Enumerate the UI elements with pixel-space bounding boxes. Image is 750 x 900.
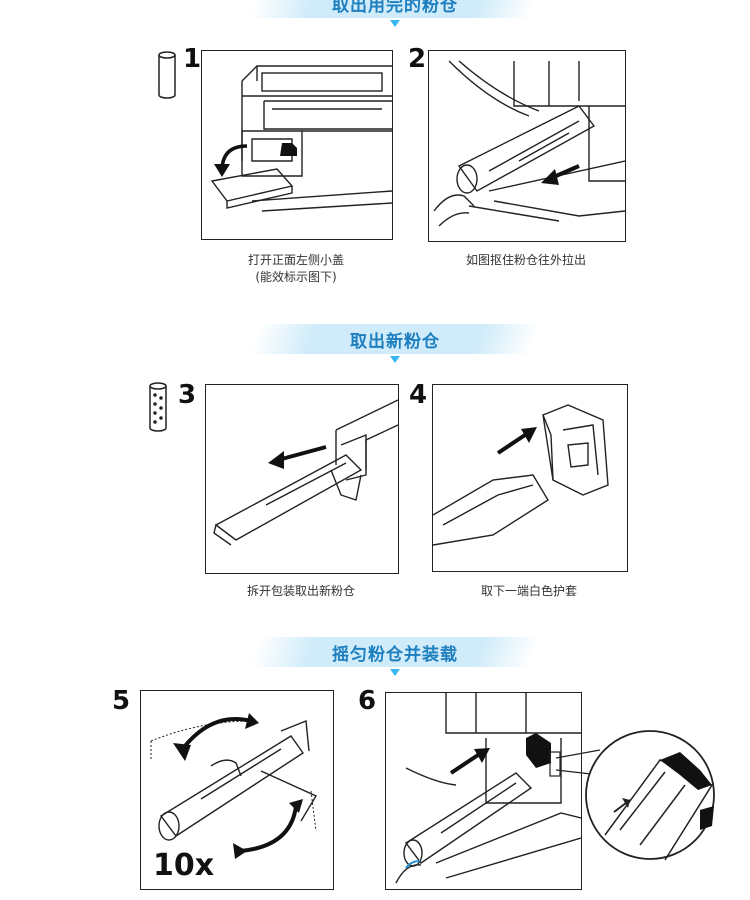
pull-out-cartridge-illustration [433, 60, 625, 227]
caption-line: 拆开包装取出新粉仓 [246, 584, 355, 598]
new-cartridge-icon [149, 382, 167, 432]
step-number: 6 [358, 686, 377, 716]
step-number: 4 [409, 380, 428, 410]
section-title: 取出用完的粉仓 [332, 0, 458, 16]
section-title: 摇匀粉仓并装载 [332, 644, 458, 665]
step-number: 3 [178, 380, 197, 410]
copier-side-door-illustration [210, 65, 392, 212]
step6-illustration [385, 692, 582, 890]
section-banner-remove-old: 取出用完的粉仓 [249, 0, 541, 27]
step1-illustration [201, 50, 393, 240]
insert-cartridge-illustration [395, 693, 581, 884]
step3-caption: 拆开包装取出新粉仓 [205, 583, 397, 600]
section-title: 取出新粉仓 [350, 331, 440, 352]
step4-caption: 取下一端白色护套 [432, 583, 626, 600]
unpack-new-cartridge-illustration [213, 399, 398, 546]
section-banner-take-new: 取出新粉仓 [249, 324, 541, 363]
step2-caption: 如图抠住粉仓往外拉出 [428, 252, 624, 269]
caption-line: 取下一端白色护套 [480, 584, 577, 598]
step-number: 1 [183, 44, 202, 74]
banner-arrow-icon [390, 669, 400, 676]
caption-line: (能效标示图下) [255, 270, 337, 284]
caption-line: 如图抠住粉仓往外拉出 [465, 253, 586, 267]
shake-count-label: 10x [153, 848, 215, 883]
remove-protective-cap-illustration [433, 404, 609, 546]
shake-cartridge-illustration [150, 713, 318, 859]
step1-caption: 打开正面左侧小盖 (能效标示图下) [201, 252, 391, 286]
section-banner-shake-install: 摇匀粉仓并装载 [249, 637, 541, 676]
banner-arrow-icon [390, 20, 400, 27]
step3-illustration [205, 384, 399, 574]
step4-illustration [432, 384, 628, 572]
step-number: 5 [112, 686, 131, 716]
step-number: 2 [408, 44, 427, 74]
used-cartridge-icon [158, 51, 176, 99]
caption-line: 打开正面左侧小盖 [247, 253, 344, 267]
step2-illustration [428, 50, 626, 242]
banner-arrow-icon [390, 356, 400, 363]
step5-illustration: 10x [140, 690, 334, 890]
